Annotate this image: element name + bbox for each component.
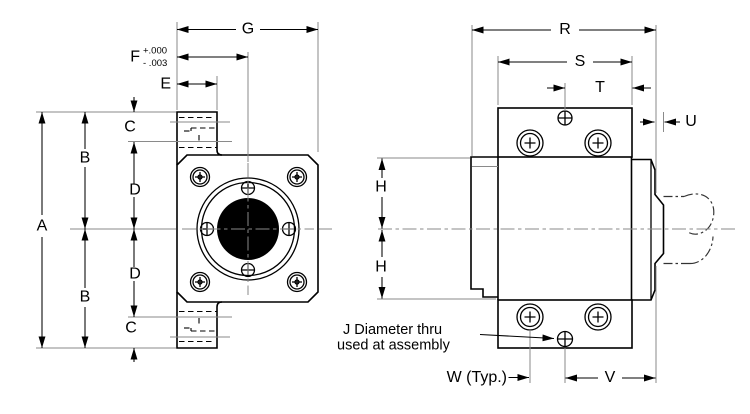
bottom-tab-hidden-lines bbox=[179, 310, 217, 343]
extension-lines bbox=[36, 22, 738, 383]
dim-label-c-top: C bbox=[124, 119, 136, 136]
dim-label-d-bottom: D bbox=[129, 266, 141, 283]
dim-label-w-typ: W (Typ.) bbox=[447, 369, 507, 386]
housing-boss-outline bbox=[631, 158, 665, 301]
dim-label-f: F bbox=[130, 49, 140, 66]
dim-label-b-bottom: B bbox=[80, 289, 91, 306]
dim-label-f-tol-plus: +.000 bbox=[143, 46, 167, 57]
shaft-phantom-outline bbox=[663, 193, 715, 265]
dim-label-c-bottom: C bbox=[125, 320, 137, 337]
dim-label-f-tol-minus: - .003 bbox=[143, 58, 167, 69]
dim-label-h-bottom: H bbox=[375, 259, 387, 276]
corner-screws bbox=[189, 166, 308, 293]
screw-icon bbox=[584, 303, 612, 331]
screw-icon bbox=[189, 166, 211, 188]
j-note-leader bbox=[479, 333, 555, 342]
dim-label-a: A bbox=[37, 218, 48, 235]
shaft-end-arc bbox=[689, 236, 714, 265]
screw-icon bbox=[516, 129, 544, 157]
shaft-ball-end bbox=[683, 193, 715, 235]
rear-flange-outline bbox=[470, 156, 498, 298]
screw-icon bbox=[584, 129, 612, 157]
screw-icon bbox=[286, 166, 308, 188]
screw-icon bbox=[189, 271, 211, 293]
screw-icon bbox=[286, 271, 308, 293]
dim-label-t: T bbox=[595, 79, 605, 96]
bearing-ring bbox=[217, 198, 279, 260]
dimension-lines bbox=[38, 26, 680, 382]
dim-label-g: G bbox=[242, 21, 254, 38]
j-note-line1: J Diameter thru bbox=[343, 322, 442, 338]
side-view bbox=[470, 107, 715, 349]
j-diameter-hole-icon bbox=[556, 330, 574, 348]
jig-hole-icon bbox=[557, 110, 573, 126]
top-tab-hidden-lines bbox=[179, 116, 217, 149]
screw-icon bbox=[516, 303, 544, 331]
front-mounting-tabs bbox=[176, 111, 223, 349]
dim-label-d-top: D bbox=[129, 182, 141, 199]
dim-label-h-top: H bbox=[375, 179, 387, 196]
dim-label-e: E bbox=[160, 76, 171, 93]
block-face-outline bbox=[176, 154, 319, 303]
dim-label-v: V bbox=[605, 369, 616, 386]
dim-label-r: R bbox=[559, 21, 571, 38]
j-note-line2: used at assembly bbox=[337, 338, 451, 354]
dimension-labels: A B B C C D D E F +.000 - .003 G H H R S… bbox=[37, 21, 697, 387]
dim-label-b-top: B bbox=[80, 150, 91, 167]
dim-label-s: S bbox=[575, 53, 586, 70]
dim-label-u: U bbox=[685, 113, 697, 130]
